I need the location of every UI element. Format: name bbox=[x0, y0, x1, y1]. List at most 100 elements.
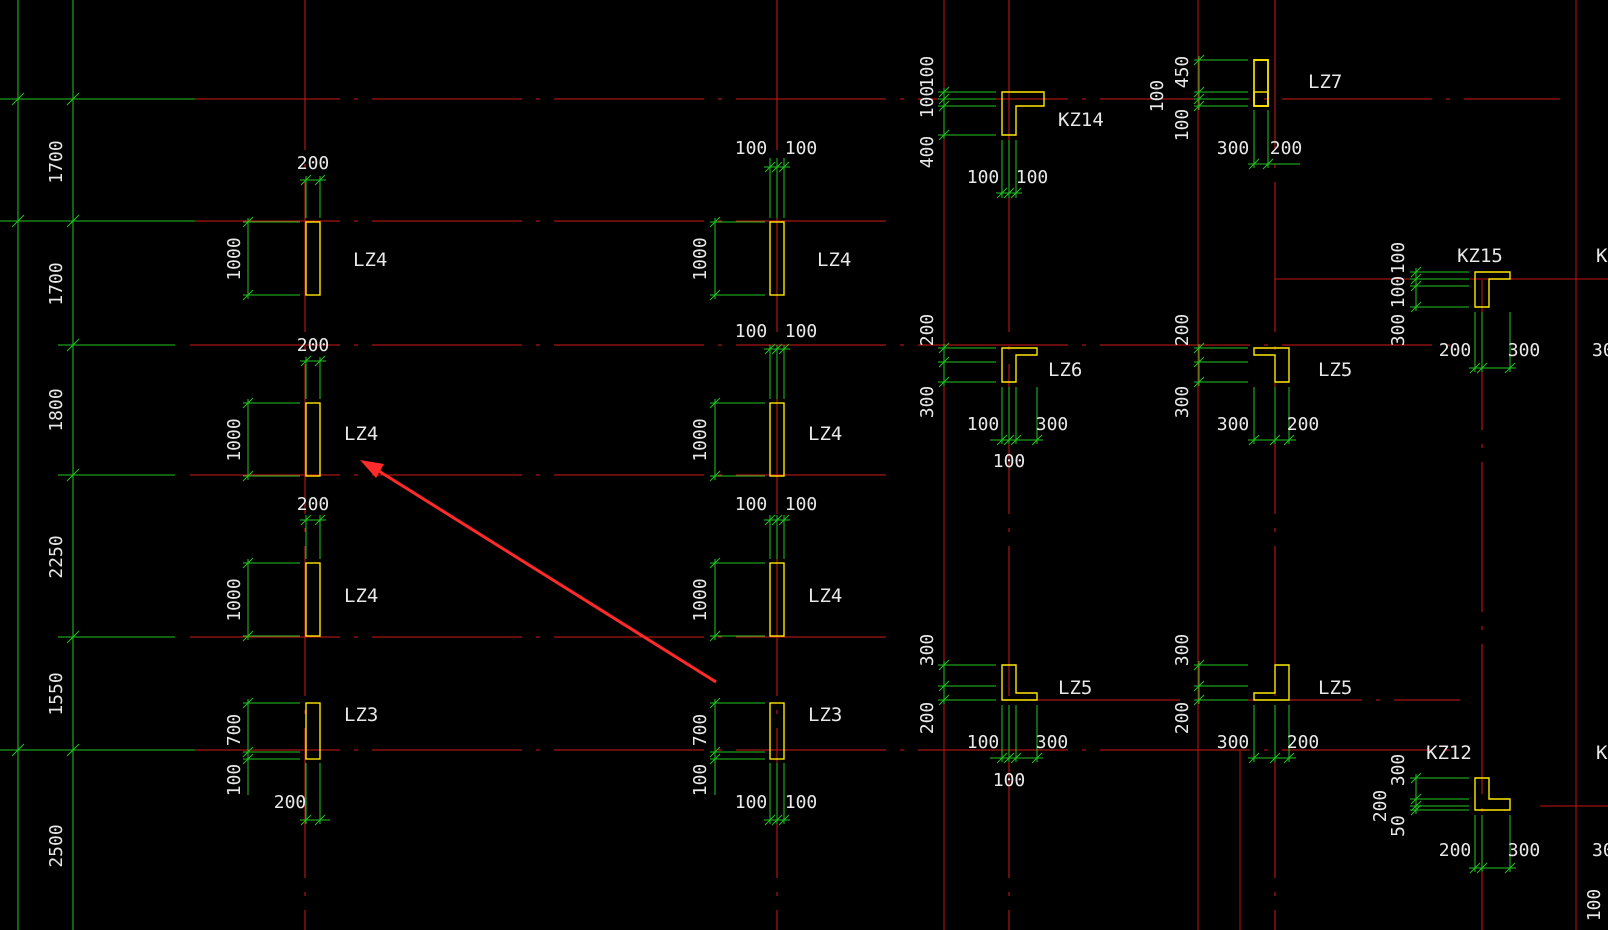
lz4-e-label: LZ4 bbox=[808, 423, 842, 445]
lz5-a-dim-v2: 300 bbox=[1172, 386, 1193, 419]
lz4-f-dim-h: 1000 bbox=[690, 578, 711, 621]
lz6-label: LZ6 bbox=[1048, 359, 1082, 381]
lz4-a-dim-w: 200 bbox=[297, 153, 330, 174]
lz4-b-dim-h: 1000 bbox=[224, 418, 245, 461]
lz5-c-dim-w1: 300 bbox=[1217, 732, 1250, 753]
lz5-b-label: LZ5 bbox=[1058, 677, 1092, 699]
annotation-arrow-head bbox=[360, 460, 384, 478]
column-lz3-b[interactable]: 700 100 100 100 LZ3 bbox=[690, 697, 842, 826]
lz4-c-dim-w: 200 bbox=[297, 494, 330, 515]
lz5-c-dim-v1: 300 bbox=[1172, 634, 1193, 667]
lz4-f-dim-w1: 100 bbox=[735, 494, 768, 515]
kz12-label: KZ12 bbox=[1426, 742, 1472, 764]
lz3-a-label: LZ3 bbox=[344, 704, 378, 726]
lz5-b-dim-v1: 300 bbox=[917, 634, 938, 667]
left-dimension-chain: 1700 1700 1800 2250 1550 2500 bbox=[0, 0, 195, 930]
lz3-b-dim-off: 100 bbox=[690, 764, 711, 797]
lz7-dim-v1: 450 bbox=[1172, 56, 1193, 89]
lz5-b-dim-w2: 300 bbox=[1036, 732, 1069, 753]
lz3-b-label: LZ3 bbox=[808, 704, 842, 726]
lz4-e-dim-h: 1000 bbox=[690, 418, 711, 461]
lz3-b-dim-h: 700 bbox=[690, 714, 711, 747]
column-lz3-a[interactable]: 700 100 200 LZ3 bbox=[224, 697, 378, 826]
kz15-dim-v1: 100 bbox=[1388, 242, 1409, 275]
kz15-label: KZ15 bbox=[1457, 245, 1503, 267]
lz3-a-dim-h: 700 bbox=[224, 714, 245, 747]
dim-text-5: 1550 bbox=[46, 672, 67, 715]
lz6-dim-w2: 300 bbox=[1036, 414, 1069, 435]
kz15-dim-v3: 300 bbox=[1388, 314, 1409, 347]
column-lz5-c[interactable]: 300 200 300 200 LZ5 bbox=[1172, 634, 1352, 764]
column-kz14[interactable]: 100 100 400 100 100 KZ14 bbox=[917, 56, 1104, 199]
edge-dim-right-v: 100 bbox=[1584, 889, 1605, 922]
kz14-dim-w1: 100 bbox=[967, 167, 1000, 188]
lz6-dim-v2: 300 bbox=[917, 386, 938, 419]
lz5-c-dim-v2: 200 bbox=[1172, 702, 1193, 735]
lz7-label: LZ7 bbox=[1308, 71, 1342, 93]
lz5-c-label: LZ5 bbox=[1318, 677, 1352, 699]
lz5-c-dim-w2: 200 bbox=[1287, 732, 1320, 753]
column-lz7[interactable]: 450 100 100 300 200 LZ7 bbox=[1147, 54, 1342, 170]
lz4-c-dim-h: 1000 bbox=[224, 578, 245, 621]
column-lz5-a[interactable]: 200 300 300 200 LZ5 bbox=[1172, 314, 1352, 446]
lz6-dim-w1: 100 bbox=[967, 414, 1000, 435]
annotation-arrow bbox=[360, 460, 717, 684]
lz4-d-dim-w1: 100 bbox=[735, 138, 768, 159]
lz7-dim-v3: 100 bbox=[1172, 109, 1193, 142]
kz14-dim-w2: 100 bbox=[1016, 167, 1049, 188]
kz12-dim-w2: 300 bbox=[1508, 840, 1541, 861]
column-kz12[interactable]: 300 200 50 200 300 KZ12 bbox=[1370, 742, 1541, 874]
column-lz6[interactable]: 200 300 100 300 100 LZ6 bbox=[917, 314, 1082, 472]
column-lz4-c[interactable]: 1000 200 LZ4 bbox=[224, 494, 378, 642]
dim-text-2: 1700 bbox=[46, 262, 67, 305]
column-lz4-d[interactable]: 1000 100 100 LZ4 bbox=[690, 138, 851, 301]
lz4-c-label: LZ4 bbox=[344, 585, 378, 607]
lz3-a-dim-w: 200 bbox=[274, 792, 307, 813]
lz4-d-dim-h: 1000 bbox=[690, 237, 711, 280]
lz5-a-dim-w2: 200 bbox=[1287, 414, 1320, 435]
lz4-b-label: LZ4 bbox=[344, 423, 378, 445]
edge-text-right-top: K bbox=[1596, 245, 1608, 267]
column-lz4-f[interactable]: 1000 100 100 LZ4 bbox=[690, 494, 842, 642]
kz12-dim-v1: 300 bbox=[1388, 754, 1409, 787]
lz4-a-label: LZ4 bbox=[353, 249, 387, 271]
lz4-d-label: LZ4 bbox=[817, 249, 851, 271]
lz4-e-dim-w2: 100 bbox=[785, 321, 818, 342]
lz3-b-dim-w1: 100 bbox=[735, 792, 768, 813]
kz15-dim-w1: 200 bbox=[1439, 340, 1472, 361]
lz4-a-dim-h: 1000 bbox=[224, 237, 245, 280]
kz14-dim-v3: 400 bbox=[917, 136, 938, 169]
dim-text-3: 1800 bbox=[46, 388, 67, 431]
annotation-arrow-shaft bbox=[373, 466, 717, 684]
lz4-e-dim-w1: 100 bbox=[735, 321, 768, 342]
column-lz4-b[interactable]: 1000 200 LZ4 bbox=[224, 335, 378, 482]
dim-text-4: 2250 bbox=[46, 535, 67, 578]
kz15-dim-v2: 100 bbox=[1388, 276, 1409, 309]
lz6-dim-w3: 100 bbox=[993, 451, 1026, 472]
axis-grid bbox=[190, 0, 1608, 930]
column-lz4-a[interactable]: 1000 200 LZ4 bbox=[224, 153, 387, 301]
column-kz15[interactable]: 100 100 300 200 300 KZ15 bbox=[1388, 242, 1541, 374]
column-lz5-b[interactable]: 300 200 100 300 100 LZ5 bbox=[917, 634, 1092, 791]
lz5-b-dim-v2: 200 bbox=[917, 702, 938, 735]
kz14-dim-v2: 100 bbox=[917, 86, 938, 119]
lz4-b-dim-w: 200 bbox=[297, 335, 330, 356]
column-lz4-e[interactable]: 1000 100 100 LZ4 bbox=[690, 321, 842, 482]
dim-text-6: 2500 bbox=[46, 824, 67, 867]
lz4-f-dim-w2: 100 bbox=[785, 494, 818, 515]
lz6-dim-v1: 200 bbox=[917, 314, 938, 347]
kz12-dim-v2: 200 bbox=[1370, 790, 1391, 823]
kz12-dim-w1: 200 bbox=[1439, 840, 1472, 861]
lz3-a-dim-off: 100 bbox=[224, 764, 245, 797]
lz5-a-dim-v1: 200 bbox=[1172, 314, 1193, 347]
lz5-a-label: LZ5 bbox=[1318, 359, 1352, 381]
lz7-dim-w1: 300 bbox=[1217, 138, 1250, 159]
edge-dim-right-1: 30 bbox=[1592, 340, 1608, 361]
lz4-f-label: LZ4 bbox=[808, 585, 842, 607]
kz14-label: KZ14 bbox=[1058, 109, 1104, 131]
kz14-dim-v1: 100 bbox=[917, 56, 938, 89]
edge-dim-right-2: 30 bbox=[1592, 840, 1608, 861]
lz7-dim-w2: 200 bbox=[1270, 138, 1303, 159]
kz15-dim-w2: 300 bbox=[1508, 340, 1541, 361]
